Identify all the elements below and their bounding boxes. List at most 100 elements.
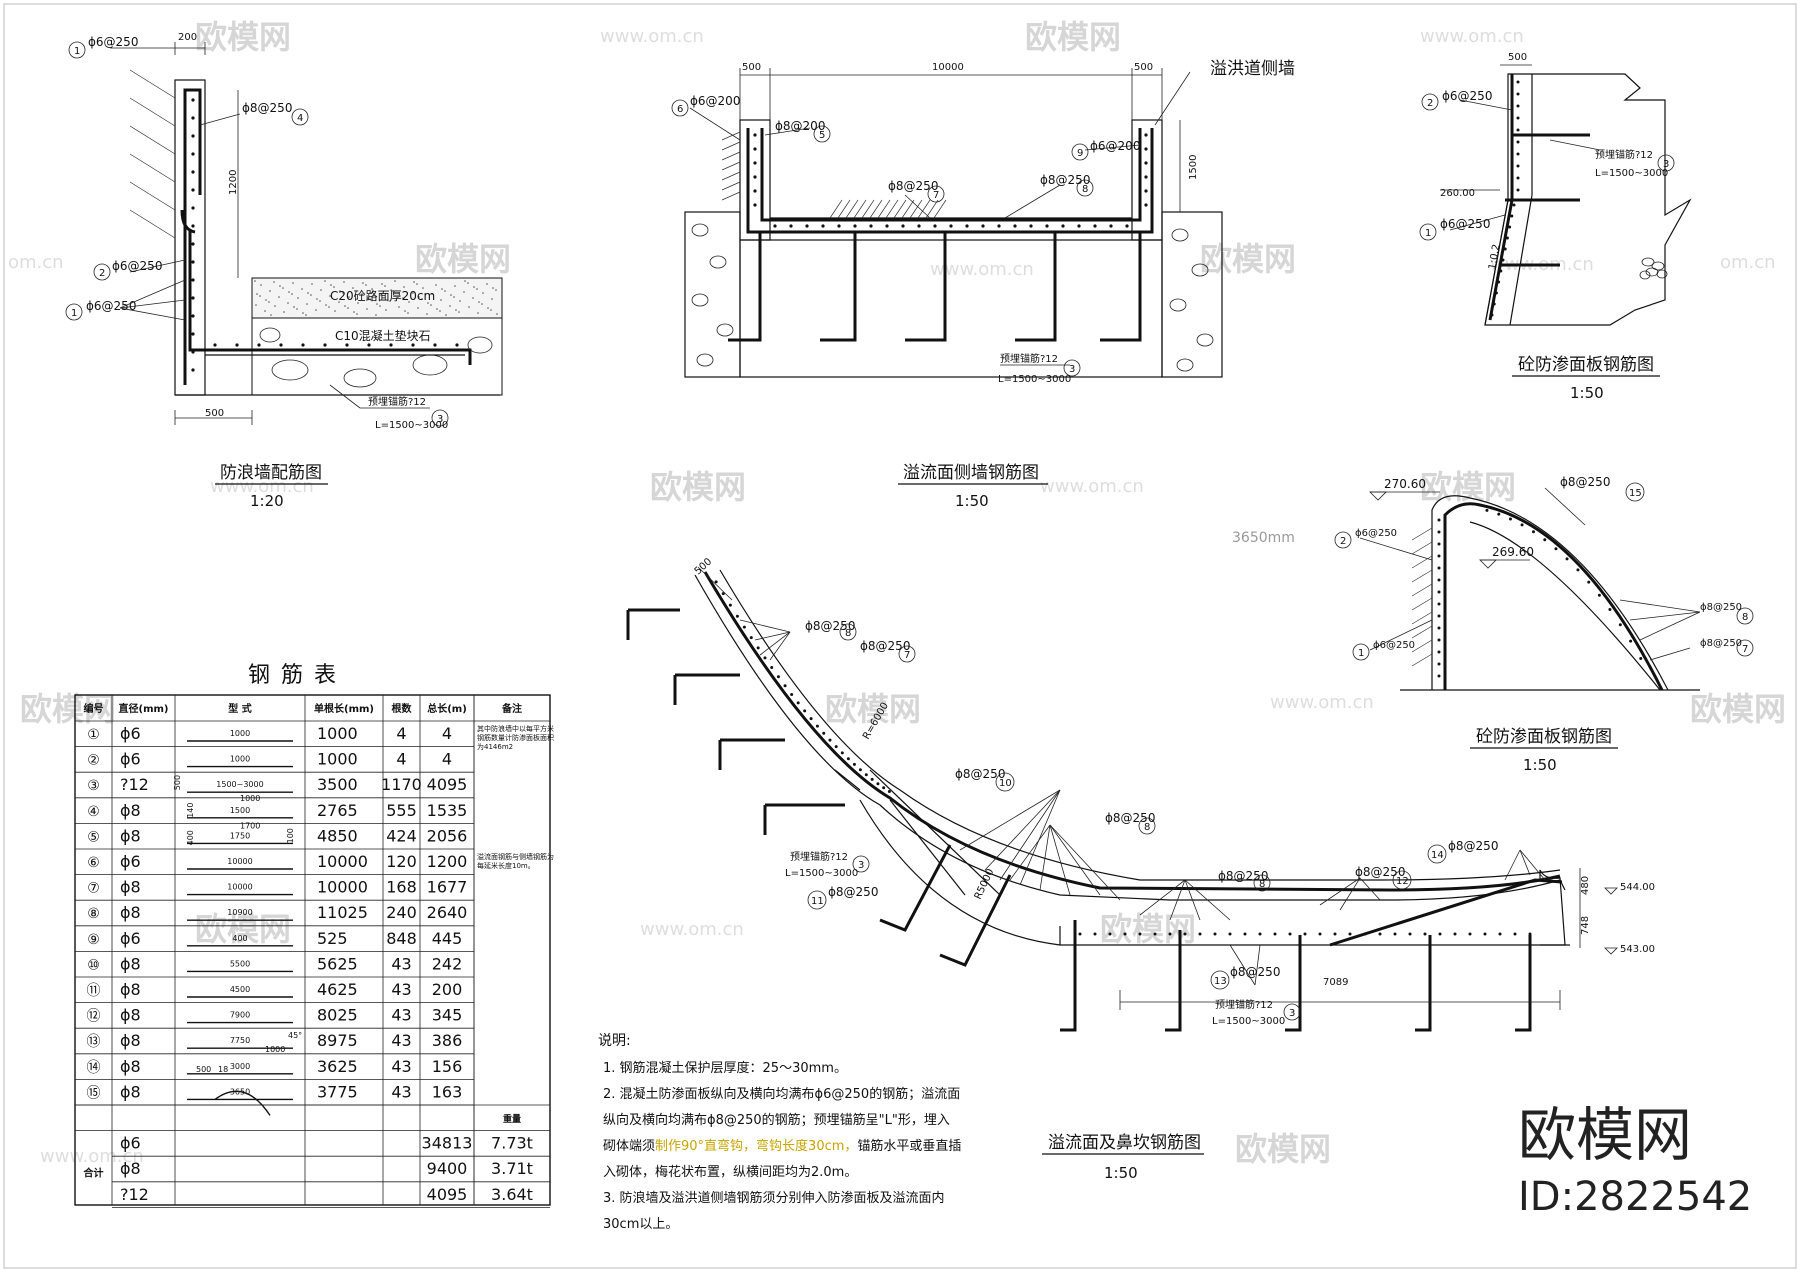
aggregate-speck: [454, 285, 456, 287]
aggregate-speck: [449, 305, 451, 307]
sp2-mark-7: 7: [1742, 644, 1748, 655]
rebar-dot: [1333, 932, 1337, 936]
rebar-dot: [1144, 147, 1148, 151]
aggregate-speck: [324, 280, 326, 282]
table-cell-count: 43: [391, 980, 411, 999]
watermark-url: www.om.cn: [600, 26, 704, 47]
table-weight-header: 重量: [503, 1113, 521, 1125]
rebar-dot: [837, 224, 841, 228]
rebar-dot: [840, 751, 844, 755]
table-cell-no: ⑧: [87, 906, 100, 922]
aggregate-speck: [283, 311, 285, 313]
watermark-brand: 欧模网: [650, 468, 746, 506]
sw-r7: ϕ8@250: [888, 179, 938, 193]
rebar-dot: [1492, 302, 1496, 306]
rebar-dot: [1437, 578, 1441, 582]
leader-line: [739, 619, 791, 633]
notes-text: 纵向及横向均满布ϕ8@250的钢筋；预埋锚筋呈"L"形，埋入: [603, 1112, 950, 1128]
hatch-line: [933, 199, 947, 219]
sp2-title: 砼防渗面板钢筋图: [1476, 727, 1612, 747]
table-cell-dia: ϕ8: [120, 1031, 141, 1050]
shape-dim: 1000: [240, 794, 260, 803]
table-cell-count: 168: [386, 878, 417, 897]
hatch-line: [1411, 527, 1433, 541]
rebar-dot: [822, 731, 826, 735]
ov-mark-13: 13: [1214, 976, 1227, 987]
rebar-dot: [1437, 590, 1441, 594]
hatch-line: [1411, 555, 1433, 569]
rubble-stone: [691, 293, 709, 307]
aggregate-speck: [376, 303, 378, 305]
notes-text: 砌体端须: [603, 1139, 655, 1154]
sp2-mark-2: 2: [1340, 536, 1346, 547]
aggregate-speck: [316, 298, 318, 300]
rubble-stone: [1176, 358, 1194, 372]
hatch-line: [129, 97, 176, 127]
table-cell-no: ③: [87, 778, 100, 794]
rebar-dot: [790, 692, 794, 696]
aggregate-speck: [306, 303, 308, 305]
sw-scale: 1:50: [955, 492, 989, 510]
hatch-line: [129, 125, 176, 155]
ww-c20: C20砼路面厚20cm: [330, 288, 435, 303]
table-cell-count: 848: [386, 929, 417, 948]
watermark-brand: 欧模网: [1200, 240, 1296, 278]
rubble-stone: [691, 223, 709, 237]
table-cell-shape: 1750: [230, 831, 250, 840]
rebar-dot: [753, 161, 757, 165]
table-cell-total: 156: [432, 1057, 463, 1076]
table-header: 根数: [392, 702, 413, 715]
aggregate-speck: [440, 299, 442, 301]
table-cell-shape: 400: [232, 934, 247, 943]
table-cell-dia: ϕ8: [120, 903, 141, 922]
rebar-dot: [213, 343, 217, 347]
hatch-line: [845, 199, 859, 219]
aggregate-speck: [279, 285, 281, 287]
aggregate-speck: [347, 307, 349, 309]
aggregate-speck: [478, 301, 480, 303]
side-wall-drawing: 6 5 9 7 8 3 500 10000 500 溢洪道侧墙 ϕ6@200 ϕ…: [671, 59, 1295, 510]
table-cell-shape: 5500: [230, 959, 250, 968]
table-cell-shape: 1000: [230, 729, 250, 738]
summary-total: 34813: [422, 1134, 473, 1153]
rebar-dot: [1554, 547, 1558, 551]
rebar-dot: [1528, 932, 1532, 936]
watermark-brand: 欧模网: [825, 690, 921, 728]
ww-mark-1a: 1: [74, 46, 80, 57]
aggregate-speck: [416, 283, 418, 285]
aggregate-speck: [444, 290, 446, 292]
rebar-dot: [1513, 932, 1517, 936]
table-cell-count: 240: [386, 903, 417, 922]
hatch-line: [1411, 611, 1433, 625]
table-cell-count: 424: [386, 826, 417, 845]
shape-arc: [214, 1090, 271, 1116]
sw-d500b: 500: [1134, 62, 1153, 73]
aggregate-speck: [254, 280, 256, 282]
watermark-url: www.om.cn: [210, 476, 314, 497]
rebar-dot: [1423, 932, 1427, 936]
notes-highlight: 制作90°直弯钩，弯钩长度30cm，: [655, 1138, 857, 1154]
rebar-dot: [191, 350, 195, 354]
aggregate-speck: [344, 305, 346, 307]
rebar-dot: [1501, 258, 1505, 262]
aggregate-speck: [365, 284, 367, 286]
rebar-dot: [1497, 512, 1501, 516]
table-cell-dia: ϕ8: [120, 826, 141, 845]
watermark-url: www.om.cn: [930, 259, 1034, 280]
shape-dim: 1000: [265, 1045, 285, 1054]
rebar-dot: [753, 203, 757, 207]
aggregate-speck: [268, 301, 270, 303]
aggregate-speck: [441, 288, 443, 290]
rebar-dot: [796, 701, 800, 705]
table-title: 钢 筋 表: [248, 663, 338, 688]
aggregate-speck: [362, 282, 364, 284]
aggregate-speck: [407, 312, 409, 314]
sw-r8: ϕ8@250: [1040, 173, 1090, 187]
rebar-dot: [1543, 538, 1547, 542]
hatch-line: [917, 199, 931, 219]
aggregate-speck: [468, 306, 470, 308]
shape-dim: 45°: [288, 1031, 302, 1040]
table-cell-total: 163: [432, 1082, 463, 1101]
table-header: 总长(m): [427, 702, 467, 715]
rebar-dot: [742, 625, 746, 629]
